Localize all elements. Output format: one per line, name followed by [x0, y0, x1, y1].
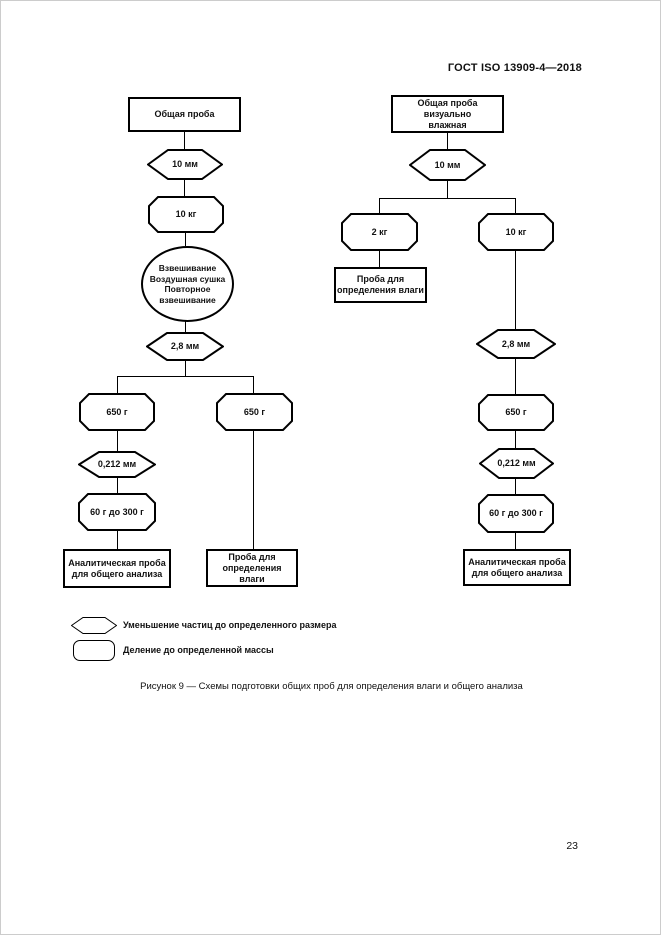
node-label: Воздушная сушка	[149, 273, 226, 284]
node-sieve-2-8mm-left: 2,8 мм	[146, 332, 224, 361]
node-mass-650g-analysis-left: 650 г	[79, 393, 155, 431]
node-analytical-sample-right: Аналитическая проба для общего анализа	[463, 549, 571, 586]
connector-line	[515, 198, 516, 213]
connector-line	[515, 431, 516, 448]
node-mass-60-300g-left: 60 г до 300 г	[78, 493, 156, 531]
connector-line	[185, 233, 186, 246]
connector-line	[184, 132, 185, 149]
node-label: 10 кг	[505, 226, 527, 237]
connector-line	[185, 321, 186, 332]
node-label: 2 кг	[371, 226, 388, 237]
node-label: Проба для определения влаги	[222, 551, 282, 584]
node-label: 60 г до 300 г	[90, 506, 144, 517]
node-label: Проба для определения влаги	[337, 274, 424, 295]
connector-line	[185, 361, 186, 376]
node-label: Аналитическая проба для общего анализа	[68, 557, 166, 579]
legend-size-reduction-label: Уменьшение частиц до определенного разме…	[123, 620, 337, 630]
node-label: 650 г	[505, 407, 527, 417]
connector-line	[515, 479, 516, 494]
node-label: 10 кг	[175, 209, 197, 219]
node-moisture-sample-right: Проба для определения влаги	[334, 267, 427, 303]
node-sieve-2-8mm-right: 2,8 мм	[476, 329, 556, 359]
legend-rounded-rect-symbol	[73, 640, 115, 661]
node-label: 2,8 мм	[170, 341, 200, 351]
node-mass-650g-moisture-left: 650 г	[216, 393, 293, 431]
node-mass-2kg-right: 2 кг	[341, 213, 418, 251]
connector-line	[515, 359, 516, 394]
legend-mass-division-label: Деление до определенной массы	[123, 645, 274, 655]
node-sieve-10mm-right: 10 мм	[409, 149, 486, 181]
node-sieve-10mm-left: 10 мм	[147, 149, 223, 180]
node-moisture-sample-left: Проба для определения влаги	[206, 549, 298, 587]
node-general-sample-left: Общая проба	[128, 97, 241, 132]
connector-line	[379, 198, 516, 199]
node-label: 60 г до 300 г	[489, 508, 543, 518]
node-mass-650g-right: 650 г	[478, 394, 554, 431]
connector-line	[515, 533, 516, 549]
node-label: 0,212 мм	[97, 459, 137, 469]
node-sieve-0-212mm-right: 0,212 мм	[479, 448, 554, 479]
node-sieve-0-212mm-left: 0,212 мм	[78, 451, 156, 478]
node-label: 2,8 мм	[501, 338, 531, 349]
connector-line	[379, 198, 380, 213]
node-label: Повторное	[164, 284, 211, 294]
node-label: 650 г	[243, 406, 266, 417]
node-general-sample-right: Общая проба визуально влажная	[391, 95, 504, 133]
node-mass-10kg-left: 10 кг	[148, 196, 224, 233]
legend-hexagon-symbol	[71, 617, 117, 634]
node-mass-60-300g-right: 60 г до 300 г	[478, 494, 554, 533]
node-label: Общая проба визуально влажная	[417, 97, 478, 130]
node-label: Взвешивание	[158, 263, 217, 273]
connector-line	[253, 431, 254, 549]
node-label: 0,212 мм	[497, 458, 536, 468]
connector-line	[447, 181, 448, 198]
connector-line	[117, 431, 118, 451]
connector-line	[117, 531, 118, 549]
node-label: Аналитическая проба для общего анализа	[468, 556, 566, 578]
node-label: 650 г	[106, 406, 128, 417]
document-header: ГОСТ ISO 13909-4—2018	[447, 62, 582, 74]
node-label: взвешивание	[159, 294, 216, 305]
node-weighing-drying-circle: Взвешивание Воздушная сушка Повторное вз…	[141, 246, 234, 322]
connector-line	[117, 376, 118, 393]
node-label: 10 мм	[434, 159, 461, 170]
connector-line	[379, 251, 380, 267]
node-label: Общая проба	[154, 109, 215, 119]
connector-line	[253, 376, 254, 393]
figure-caption: Рисунок 9 — Схемы подготовки общих проб …	[140, 681, 523, 692]
connector-line	[515, 251, 516, 329]
connector-line	[184, 180, 185, 196]
connector-line	[117, 478, 118, 493]
node-analytical-sample-left: Аналитическая проба для общего анализа	[63, 549, 171, 588]
page-number: 23	[566, 840, 578, 852]
connector-line	[447, 133, 448, 149]
connector-line	[117, 376, 254, 377]
node-mass-10kg-right: 10 кг	[478, 213, 554, 251]
node-label: 10 мм	[172, 159, 198, 169]
